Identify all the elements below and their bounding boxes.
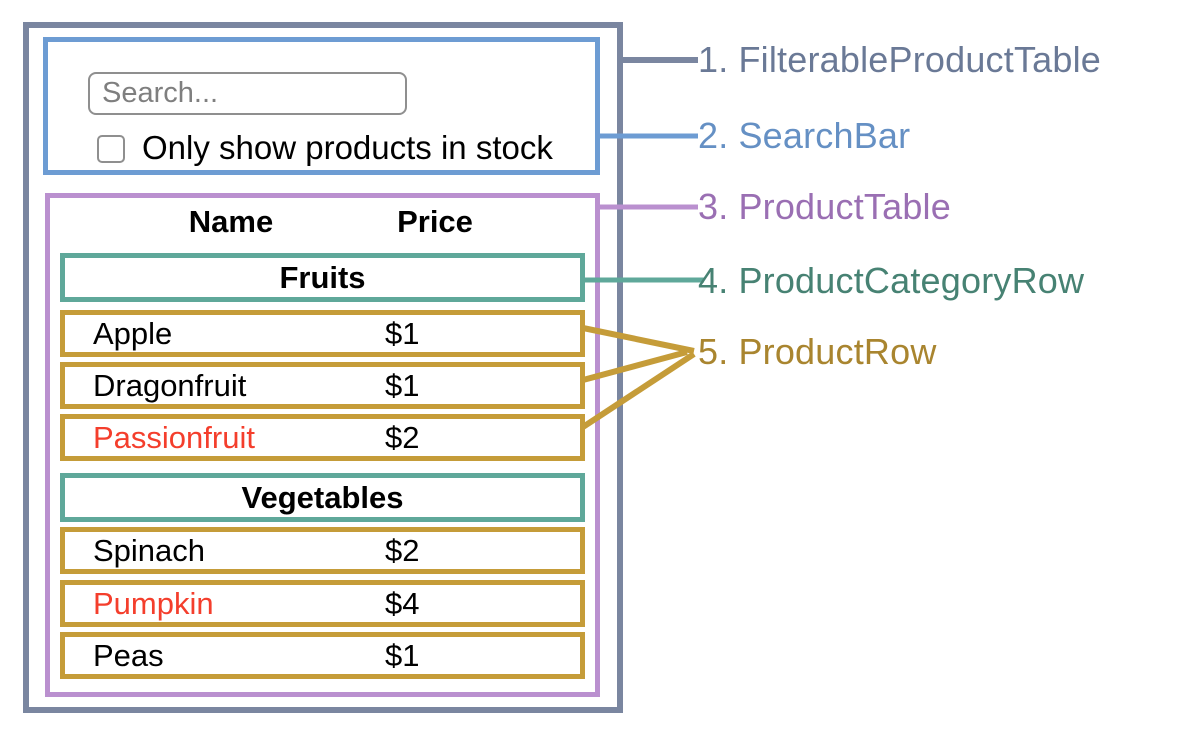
legend-label: ProductTable bbox=[738, 186, 951, 227]
product-table-outline: Name Price Fruits Apple $1 Dragonfruit $… bbox=[45, 193, 600, 697]
product-name: Apple bbox=[93, 316, 173, 351]
product-name: Passionfruit bbox=[93, 420, 255, 455]
product-row-passionfruit: Passionfruit $2 bbox=[60, 414, 585, 461]
legend-label: ProductRow bbox=[738, 331, 937, 372]
legend-item-product-row: 5. ProductRow bbox=[698, 331, 937, 373]
product-row-dragonfruit: Dragonfruit $1 bbox=[60, 362, 585, 409]
legend-item-product-category-row: 4. ProductCategoryRow bbox=[698, 260, 1084, 302]
legend-label: SearchBar bbox=[738, 115, 911, 156]
product-price: $2 bbox=[385, 533, 420, 568]
product-category-row-fruits: Fruits bbox=[60, 253, 585, 302]
product-name: Spinach bbox=[93, 533, 206, 568]
in-stock-checkbox-label: Only show products in stock bbox=[142, 129, 553, 166]
legend-number: 5. bbox=[698, 331, 729, 372]
product-price: $1 bbox=[385, 368, 420, 403]
in-stock-filter-row: Only show products in stock bbox=[97, 131, 553, 166]
product-price: $1 bbox=[385, 638, 420, 673]
legend-item-product-table: 3. ProductTable bbox=[698, 186, 951, 228]
product-name: Peas bbox=[93, 638, 164, 673]
product-price: $1 bbox=[385, 316, 420, 351]
product-name: Dragonfruit bbox=[93, 368, 247, 403]
product-price: $2 bbox=[385, 420, 420, 455]
column-header-price: Price bbox=[397, 204, 473, 239]
legend-item-search-bar: 2. SearchBar bbox=[698, 115, 910, 157]
legend-number: 3. bbox=[698, 186, 729, 227]
legend-label: FilterableProductTable bbox=[738, 39, 1102, 80]
legend-number: 4. bbox=[698, 260, 729, 301]
legend-number: 2. bbox=[698, 115, 729, 156]
in-stock-checkbox[interactable] bbox=[97, 134, 125, 163]
column-header-name: Name bbox=[188, 204, 274, 239]
product-row-spinach: Spinach $2 bbox=[60, 527, 585, 574]
legend-number: 1. bbox=[698, 39, 729, 80]
product-row-apple: Apple $1 bbox=[60, 310, 585, 357]
product-row-peas: Peas $1 bbox=[60, 632, 585, 679]
product-row-pumpkin: Pumpkin $4 bbox=[60, 580, 585, 627]
category-label: Vegetables bbox=[241, 480, 404, 515]
search-bar-outline: Only show products in stock bbox=[43, 37, 600, 175]
product-name: Pumpkin bbox=[93, 586, 214, 621]
category-label: Fruits bbox=[279, 260, 366, 295]
legend-label: ProductCategoryRow bbox=[738, 260, 1085, 301]
legend-item-filterable-product-table: 1. FilterableProductTable bbox=[698, 39, 1101, 81]
search-input[interactable] bbox=[88, 72, 407, 115]
product-price: $4 bbox=[385, 586, 420, 621]
product-category-row-vegetables: Vegetables bbox=[60, 473, 585, 522]
